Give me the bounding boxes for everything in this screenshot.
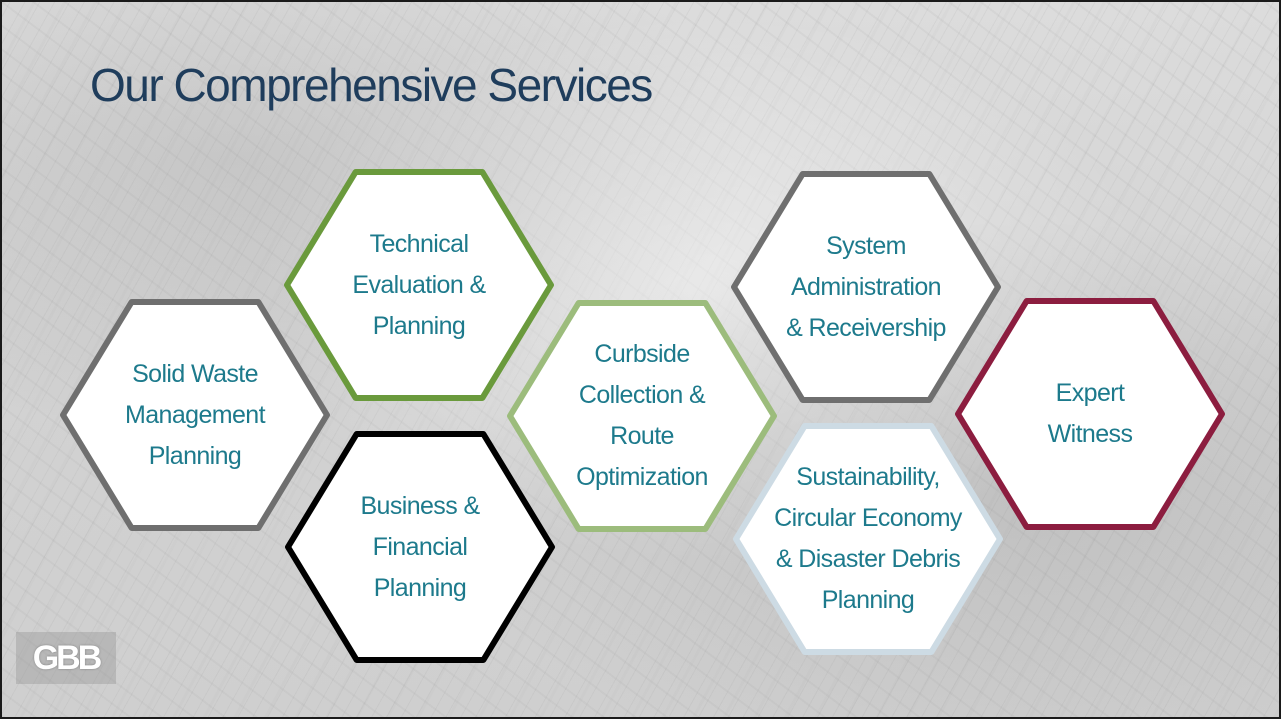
slide-title: Our Comprehensive Services xyxy=(90,59,653,111)
hexagon-expert-witness xyxy=(955,298,1225,530)
hexagon-business-financial xyxy=(285,431,555,663)
hexagon-technical-evaluation xyxy=(284,169,554,401)
hexagon-sustainability xyxy=(733,423,1003,655)
gbb-logo: GBB xyxy=(16,632,116,684)
hexagon-curbside-collection xyxy=(507,300,777,532)
hexagon-system-administration xyxy=(731,171,1001,403)
hexagon-solid-waste xyxy=(60,299,330,531)
